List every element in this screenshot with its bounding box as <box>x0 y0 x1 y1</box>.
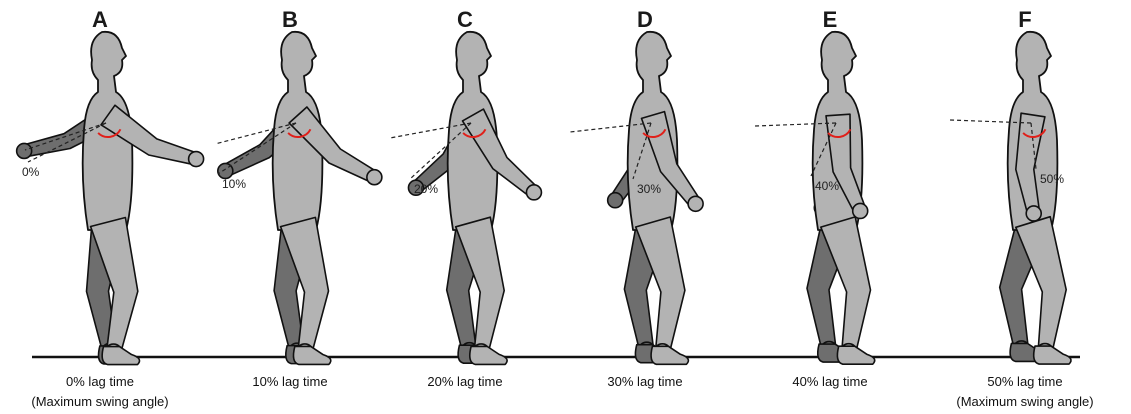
near-arm-end <box>526 185 541 200</box>
lag-percent-label: 30% <box>637 182 661 196</box>
panel-caption: 50% lag time <box>987 374 1062 389</box>
near-foot <box>102 347 139 365</box>
far-arm-end <box>17 143 32 158</box>
lag-percent-label: 50% <box>1040 172 1064 186</box>
far-arm-end <box>608 193 623 208</box>
panel-letter: C <box>457 7 473 32</box>
lag-percent-label: 20% <box>414 182 438 196</box>
panel-d: D 30% 30% lag time <box>570 7 703 389</box>
panel-c: C 20% 20% lag time <box>390 7 541 389</box>
panel-caption-sub: (Maximum swing angle) <box>956 394 1093 409</box>
lag-percent-label: 0% <box>22 165 40 179</box>
near-arm-end <box>367 170 382 185</box>
panel-e: E 40% 40% lag time <box>755 7 875 389</box>
panel-caption: 0% lag time <box>66 374 134 389</box>
panel-caption: 30% lag time <box>607 374 682 389</box>
panel-letter: D <box>637 7 653 32</box>
near-foot <box>293 346 330 364</box>
panel-caption-sub: (Maximum swing angle) <box>31 394 168 409</box>
panel-b: B 10% 10% lag time <box>215 7 382 389</box>
panel-letter: E <box>823 7 838 32</box>
near-foot <box>651 346 688 364</box>
panel-letter: A <box>92 7 108 32</box>
panel-f: F 50% 50% lag time (Maximum swing angle) <box>950 7 1094 409</box>
lag-percent-label: 10% <box>222 177 246 191</box>
near-arm-end <box>688 196 703 211</box>
near-arm-end <box>189 152 204 167</box>
lag-percent-label: 40% <box>815 179 839 193</box>
panel-caption: 20% lag time <box>427 374 502 389</box>
panel-letter: F <box>1018 7 1031 32</box>
panel-caption: 40% lag time <box>792 374 867 389</box>
near-foot <box>1034 346 1071 364</box>
panel-letter: B <box>282 7 298 32</box>
near-foot <box>837 346 874 364</box>
near-foot <box>470 346 507 364</box>
near-arm-end <box>853 203 868 218</box>
panel-caption: 10% lag time <box>252 374 327 389</box>
panel-a: A 0% 0% lag time (Maximum swing angle) <box>17 7 204 409</box>
near-arm-end <box>1026 206 1041 221</box>
